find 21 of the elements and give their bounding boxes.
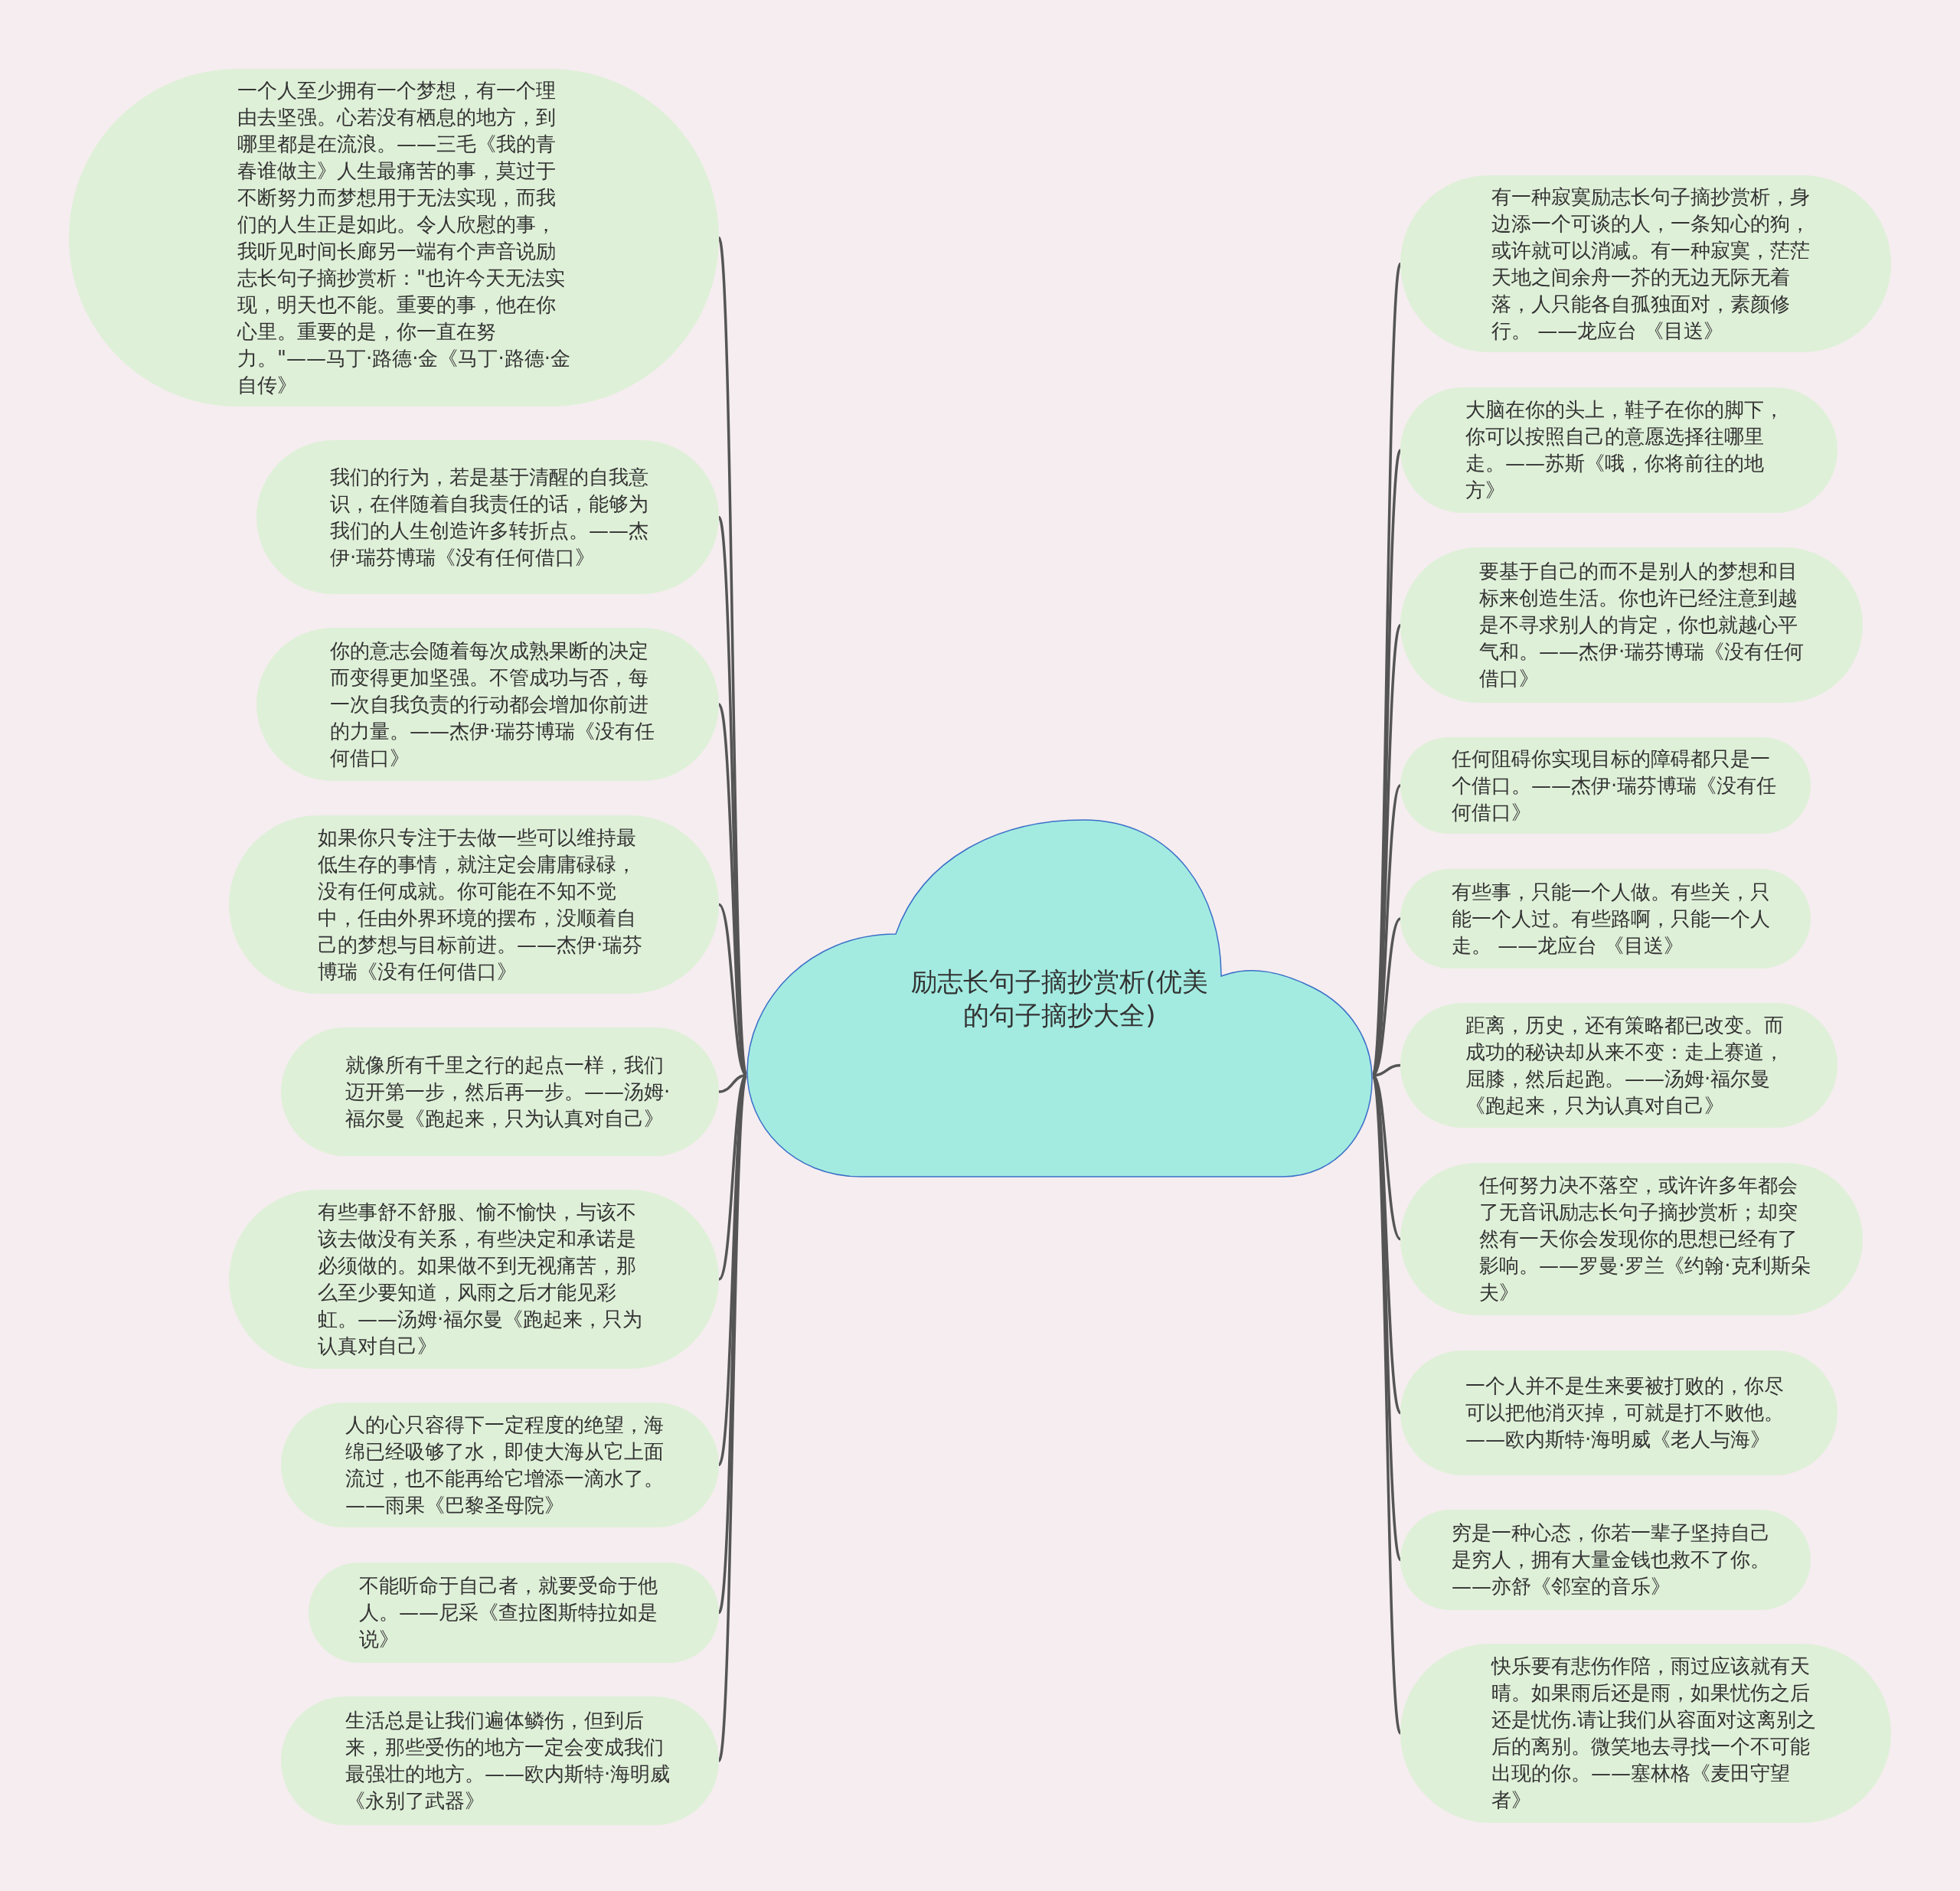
cloud-node bbox=[746, 819, 1373, 1177]
quote-text: 一个人并不是生来要被打败的，你尽可以把他消灭掉，可就是打不败他。——欧内斯特·海明威《老人与海》 bbox=[1465, 1373, 1785, 1452]
quote-text: 距离，历史，还有策略都已改变。而成功的秘诀却从来不变：走上赛道，屈膝，然后起跑。——汤姆·福尔曼《跑起来，只为认真对自己》 bbox=[1465, 1012, 1785, 1119]
quote-text: 有一种寂寞励志长句子摘抄赏析，身边添一个可谈的人，一条知心的狗，或许就可以消减。有一种寂寞，茫茫天地之间余舟一芥的无边无际无着落，人只能各自孤独面对，素颜修行。 ——龙应台 《目送》 bbox=[1491, 184, 1811, 344]
quote-text: 一个人至少拥有一个梦想，有一个理由去坚强。心若没有栖息的地方，到哪里都是在流浪。——三毛《我的青春谁做主》人生最痛苦的事，莫过于不断努力而梦想用于无法实现，而我们的人生正是如此。令人欣慰的事，我听见时间长廊另一端有个声音说励志长句子摘抄赏析："也许今天无法实现，明天也不能。重要的事，他在你心里。重要的是，你一直在努力。"——马丁·路德·金《马丁·路德·金自传》 bbox=[237, 77, 572, 398]
quote-text: 有些事，只能一个人做。有些关，只能一个人过。有些路啊，只能一个人走。 ——龙应台 《目送》 bbox=[1452, 879, 1771, 959]
quote-text: 你的意志会随着每次成熟果断的决定而变得更加坚强。不管成功与否，每一次自我负责的行动都会增加你前进的力量。——杰伊·瑞芬博瑞《没有任何借口》 bbox=[330, 638, 656, 771]
quote-text: 任何努力决不落空，或许许多年都会了无音讯励志长句子摘抄赏析；却突然有一天你会发现你的思想已经有了影响。——罗曼·罗兰《约翰·克利斯朵夫》 bbox=[1479, 1173, 1811, 1305]
quote-text: 人的心只容得下一定程度的绝望，海绵已经吸够了水，即使大海从它上面流过，也不能再给它增添一滴水了。——雨果《巴黎圣母院》 bbox=[345, 1412, 665, 1518]
quote-text: 就像所有千里之行的起点一样，我们迈开第一步，然后再一步。——汤姆·福尔曼《跑起来，只为认真对自己》 bbox=[345, 1052, 671, 1132]
quote-text: 快乐要有悲伤作陪，雨过应该就有天晴。如果雨后还是雨，如果忧伤之后还是忧伤.请让我们从容面对这离别之后的离别。微笑地去寻找一个不可能出现的你。——塞林格《麦田守望者》 bbox=[1491, 1654, 1818, 1813]
quote-text: 穷是一种心态，你若一辈子坚持自己是穷人，拥有大量金钱也救不了你。——亦舒《邻室的音乐》 bbox=[1452, 1520, 1771, 1599]
quote-text: 任何阻碍你实现目标的障碍都只是一个借口。——杰伊·瑞芬博瑞《没有任何借口》 bbox=[1452, 746, 1778, 825]
quote-text: 大脑在你的头上，鞋子在你的脚下，你可以按照自己的意愿选择往哪里走。——苏斯《哦，你将前往的地方》 bbox=[1465, 397, 1785, 503]
quote-text: 有些事舒不舒服、愉不愉快，与该不该去做没有关系，有些决定和承诺是必须做的。如果做不到无视痛苦，那么至少要知道，风雨之后才能见彩虹。——汤姆·福尔曼《跑起来，只为认真对自己》 bbox=[318, 1200, 644, 1359]
quote-text: 如果你只专注于去做一些可以维持最低生存的事情，就注定会庸庸碌碌，没有任何成就。你可能在不知不觉中，任由外界环境的摆布，没顺着自己的梦想与目标前进。——杰伊·瑞芬博瑞《没有任何借口》 bbox=[318, 825, 644, 985]
quote-text: 生活总是让我们遍体鳞伤，但到后来，那些受伤的地方一定会变成我们最强壮的地方。——欧内斯特·海明威《永别了武器》 bbox=[345, 1708, 671, 1814]
quote-text: 不能听命于自己者，就要受命于他人。——尼采《查拉图斯特拉如是说》 bbox=[359, 1573, 658, 1652]
quote-text: 我们的行为，若是基于清醒的自我意识，在伴随着自我责任的话，能够为我们的人生创造许多转折点。——杰伊·瑞芬博瑞《没有任何借口》 bbox=[330, 464, 649, 570]
quote-text: 要基于自己的而不是别人的梦想和目标来创造生活。你也许已经注意到越是不寻求别人的肯定，你也就越心平气和。——杰伊·瑞芬博瑞《没有任何借口》 bbox=[1479, 559, 1805, 691]
central-topic-text: 励志长句子摘抄赏析(优美的句子摘抄大全) bbox=[910, 965, 1209, 1032]
